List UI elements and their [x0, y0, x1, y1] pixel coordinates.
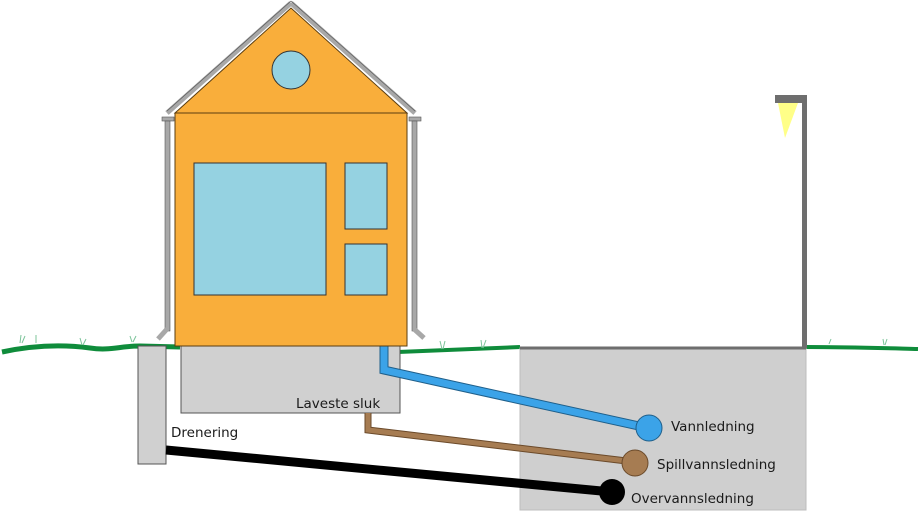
label-water-pipe: Vannledning — [671, 419, 755, 435]
downspout-right — [408, 116, 426, 340]
label-lowest-drain: Laveste sluk — [296, 396, 380, 412]
roof-right — [289, 1, 417, 115]
roof-left-edge — [166, 0, 292, 112]
stormwater-pipe-end — [599, 479, 625, 505]
label-wastewater-pipe: Spillvannsledning — [657, 457, 776, 473]
downspout-left — [156, 116, 175, 341]
grass-line-right — [805, 345, 919, 351]
stormwater-pipe — [165, 445, 613, 497]
grass-line-middle — [397, 345, 521, 354]
label-drainage: Drenering — [171, 425, 238, 441]
roof-right-edge — [290, 0, 416, 112]
lamp-pole — [802, 96, 807, 348]
attic-window — [271, 50, 311, 90]
small-window-bottom — [344, 243, 388, 296]
label-stormwater-pipe: Overvannsledning — [631, 491, 754, 507]
small-window-top — [344, 162, 388, 230]
wastewater-pipe-end — [621, 449, 649, 477]
grass-line-left — [1, 343, 181, 355]
lamp-arm — [775, 95, 807, 103]
lamp-light-icon — [778, 103, 798, 138]
foundation — [180, 345, 401, 414]
grass-tufts — [19, 334, 888, 350]
street-lamp — [775, 95, 807, 348]
large-window — [193, 162, 327, 296]
drainage-post — [137, 345, 167, 465]
water-pipe — [380, 346, 649, 432]
roof-left — [165, 1, 293, 115]
wastewater-pipe — [365, 413, 636, 465]
water-pipe-end — [635, 414, 663, 442]
road-block — [519, 347, 807, 511]
